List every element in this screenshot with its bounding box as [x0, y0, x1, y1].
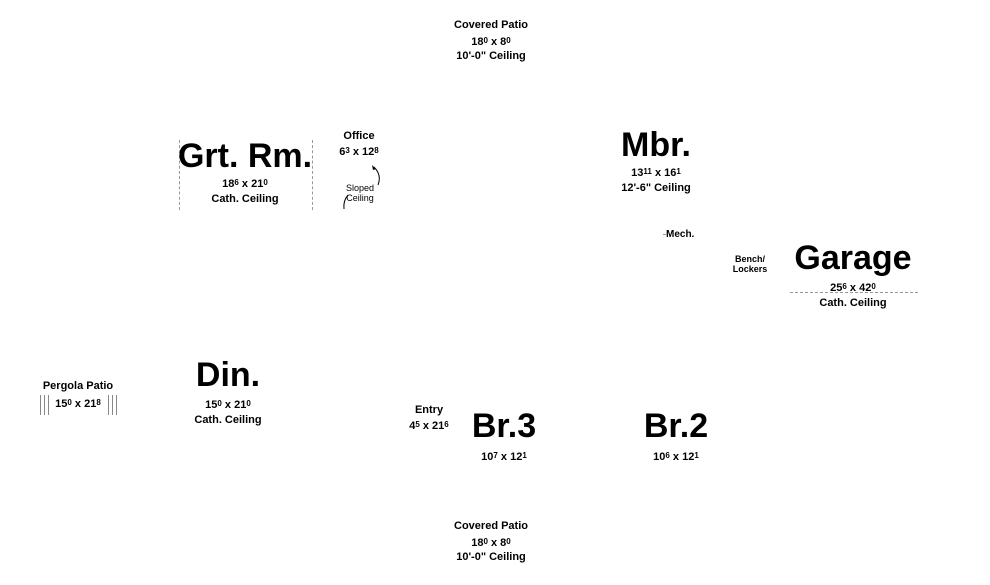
- room-dimensions: 1311 x 161: [631, 167, 681, 179]
- room-name: Entry: [414, 404, 444, 416]
- room-bedroom-3: Br.3 107 x 121: [459, 408, 549, 464]
- room-dining: Din. 150 x 210 Cath. Ceiling: [178, 357, 278, 427]
- wall-line: [312, 140, 313, 210]
- room-name: Covered Patio: [454, 520, 528, 532]
- room-ceiling: 12'-6" Ceiling: [621, 182, 691, 194]
- pergola-beam: [112, 395, 113, 415]
- room-dimensions: 107 x 121: [481, 451, 527, 463]
- room-office: Office 63 x 128: [329, 130, 389, 159]
- room-ceiling: Cath. Ceiling: [211, 193, 279, 205]
- room-dimensions: 150 x 218: [55, 398, 101, 410]
- room-pergola-patio: Pergola Patio 150 x 218: [33, 380, 123, 411]
- room-name: Grt. Rm.: [177, 137, 313, 175]
- room-name: Mbr.: [621, 126, 691, 164]
- room-ceiling: 10'-0" Ceiling: [456, 50, 526, 62]
- room-name: Din.: [195, 356, 261, 394]
- room-dimensions: 63 x 128: [339, 146, 379, 158]
- pergola-beam: [44, 395, 45, 415]
- room-name: Covered Patio: [454, 19, 528, 31]
- sloped-ceiling-arrow-icon: [343, 165, 380, 210]
- room-covered-patio-bottom: Covered Patio 180 x 80 10'-0" Ceiling: [441, 520, 541, 564]
- room-entry: Entry 45 x 216: [399, 404, 459, 433]
- room-dimensions: 45 x 216: [409, 420, 449, 432]
- pergola-beam: [116, 395, 117, 415]
- room-covered-patio-top: Covered Patio 180 x 80 10'-0" Ceiling: [441, 19, 541, 63]
- room-name: Office: [343, 130, 375, 142]
- wall-line: [663, 234, 666, 235]
- room-name: Garage: [794, 239, 912, 277]
- room-garage: Garage 256 x 420 Cath. Ceiling: [788, 240, 918, 310]
- room-ceiling: Cath. Ceiling: [819, 297, 887, 309]
- pergola-beam: [48, 395, 49, 415]
- room-name: Pergola Patio: [42, 380, 114, 392]
- pergola-beam: [108, 395, 109, 415]
- room-name: Br.3: [471, 407, 537, 445]
- room-dimensions: 256 x 420: [830, 282, 876, 294]
- office-note: Sloped Ceiling: [345, 183, 375, 203]
- room-dimensions: 180 x 80: [471, 36, 511, 48]
- room-dimensions: 180 x 80: [471, 537, 511, 549]
- room-dimensions: 150 x 210: [205, 399, 251, 411]
- room-name: Br.2: [643, 407, 709, 445]
- room-master-bedroom: Mbr. 1311 x 161 12'-6" Ceiling: [596, 127, 716, 195]
- room-dimensions: 106 x 121: [653, 451, 699, 463]
- room-dimensions: 186 x 210: [222, 178, 268, 190]
- room-bedroom-2: Br.2 106 x 121: [631, 408, 721, 464]
- wall-line: [790, 292, 918, 293]
- room-mech: Mech.: [666, 229, 695, 240]
- room-ceiling: Cath. Ceiling: [194, 414, 262, 426]
- room-great-room: Grt. Rm. 186 x 210 Cath. Ceiling: [170, 138, 320, 206]
- pergola-beam: [40, 395, 41, 415]
- bench-lockers-label: Bench/ Lockers: [732, 254, 768, 274]
- wall-line: [179, 140, 180, 210]
- room-ceiling: 10'-0" Ceiling: [456, 551, 526, 563]
